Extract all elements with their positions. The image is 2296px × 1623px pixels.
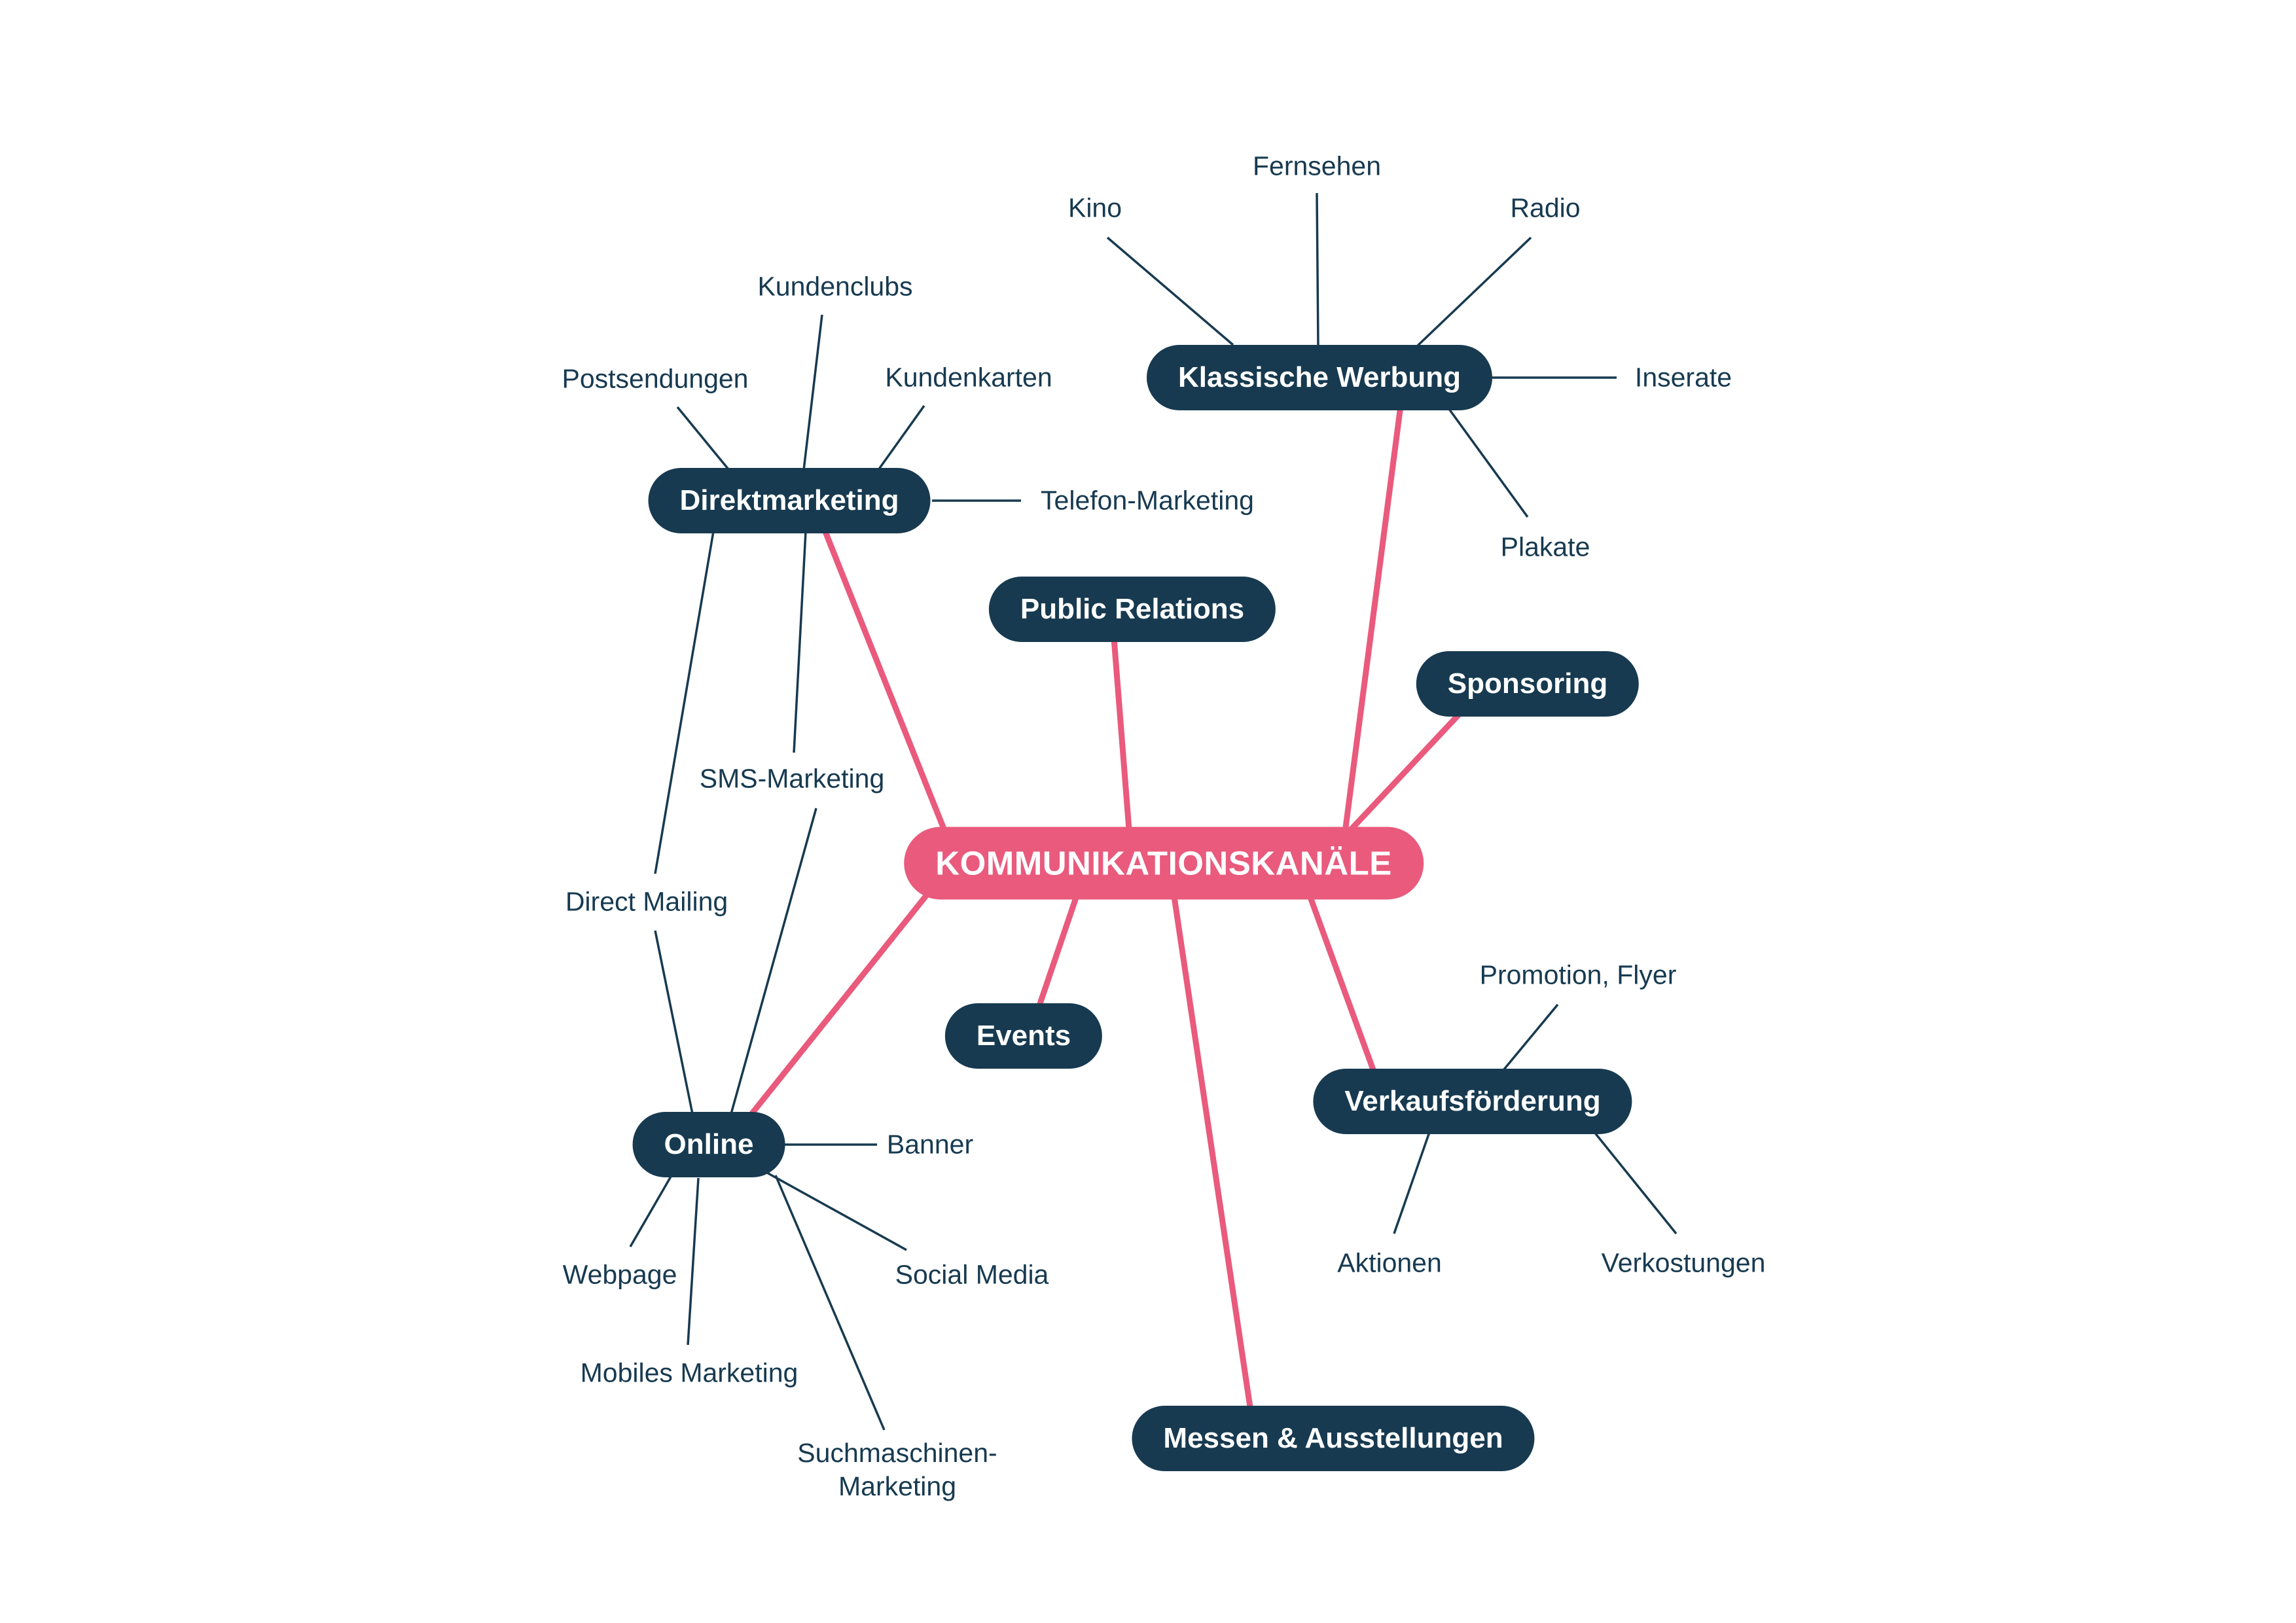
leaf-sms-marketing: SMS-Marketing — [699, 763, 885, 794]
edge-klassische-werbung-kino — [1106, 236, 1234, 346]
edge-klassische-werbung-plakate — [1448, 408, 1529, 518]
leaf-plakate: Plakate — [1500, 531, 1590, 562]
leaf-verkostungen: Verkostungen — [1601, 1247, 1766, 1278]
edge-center-verkaufsfoerderung — [1304, 887, 1378, 1077]
edge-center-online — [749, 880, 939, 1116]
node-klassische-werbung: Klassische Werbung — [1147, 345, 1492, 410]
node-sponsoring: Sponsoring — [1416, 651, 1640, 717]
edge-online-webpage — [629, 1175, 673, 1247]
edge-online-direct-mailing — [654, 930, 694, 1115]
edge-direktmarketing-direct-mailing — [654, 531, 715, 874]
node-events: Events — [944, 1003, 1103, 1069]
leaf-aktionen: Aktionen — [1337, 1247, 1442, 1278]
leaf-kundenkarten: Kundenkarten — [885, 362, 1052, 393]
edge-verkaufsfoerderung-verkostungen — [1593, 1131, 1677, 1235]
edge-direktmarketing-sms-marketing — [793, 531, 807, 753]
edge-center-messen-ausstellungen — [1171, 893, 1253, 1410]
leaf-radio: Radio — [1510, 192, 1581, 223]
leaf-kundenclubs: Kundenclubs — [757, 271, 913, 302]
node-messen-ausstellungen: Messen & Ausstellungen — [1132, 1406, 1535, 1471]
edge-center-events — [1031, 887, 1082, 1024]
leaf-fernsehen: Fernsehen — [1252, 151, 1382, 181]
leaf-postsendungen: Postsendungen — [562, 363, 749, 394]
node-public-relations: Public Relations — [988, 577, 1276, 642]
leaf-mobiles-marketing: Mobiles Marketing — [580, 1357, 798, 1388]
leaf-webpage: Webpage — [562, 1259, 677, 1290]
edge-direktmarketing-kundenclubs — [802, 314, 823, 471]
edge-center-klassische-werbung — [1342, 402, 1404, 836]
node-direktmarketing: Direktmarketing — [648, 468, 931, 533]
edge-klassische-werbung-fernsehen — [1316, 192, 1319, 348]
node-center-kommunikationskanaele: KOMMUNIKATIONSKANÄLE — [904, 827, 1424, 900]
edge-direktmarketing-postsendungen — [676, 406, 732, 474]
edge-klassische-werbung-radio — [1415, 236, 1532, 348]
edge-verkaufsfoerderung-promotion-flyer — [1499, 1003, 1559, 1075]
leaf-suchmaschinen-marketing: Suchmaschinen- Marketing — [797, 1437, 997, 1501]
leaf-banner: Banner — [886, 1129, 974, 1160]
edge-online-sms-marketing — [730, 808, 817, 1115]
edge-center-direktmarketing — [821, 527, 954, 850]
leaf-kino: Kino — [1067, 192, 1122, 223]
edge-center-public-relations — [1109, 618, 1133, 841]
leaf-inserate: Inserate — [1634, 362, 1732, 393]
edge-online-social-media — [766, 1171, 907, 1251]
edge-center-sponsoring — [1334, 704, 1469, 847]
edge-verkaufsfoerderung-aktionen — [1393, 1132, 1431, 1234]
edge-online-suchmaschinen-marketing — [774, 1175, 886, 1431]
leaf-promotion-flyer: Promotion, Flyer — [1479, 959, 1677, 990]
node-online: Online — [632, 1112, 785, 1177]
edge-direktmarketing-kundenkarten — [877, 404, 925, 471]
edge-online-mobiles-marketing — [687, 1177, 700, 1346]
node-verkaufsfoerderung: Verkaufsförderung — [1313, 1069, 1632, 1134]
leaf-telefon-marketing: Telefon-Marketing — [1041, 485, 1254, 516]
leaf-direct-mailing: Direct Mailing — [565, 886, 728, 917]
leaf-social-media: Social Media — [895, 1259, 1049, 1290]
